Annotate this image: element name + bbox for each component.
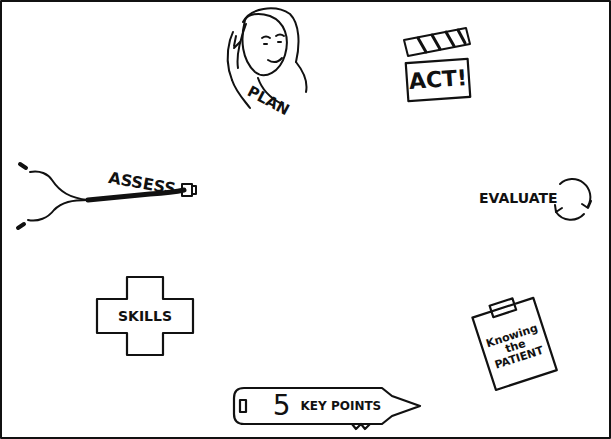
cycle-arrow (555, 179, 591, 220)
cross-path (97, 277, 193, 355)
rect-path (406, 59, 470, 101)
sketch-label: EVALUATE (479, 191, 558, 205)
clipboard-node: Knowing the PATIENT (467, 291, 561, 393)
node-text: SKILLS (118, 309, 172, 324)
rect-node: ACT! (405, 58, 472, 102)
key-path (234, 388, 420, 429)
node-text: ACT! (408, 66, 468, 93)
key-node: 5 KEY POINTS (232, 386, 422, 426)
node-text: KEY POINTS (301, 400, 382, 413)
clipboard-path (471, 292, 557, 390)
node-text: 5 (273, 391, 291, 420)
clapper-stick (404, 28, 470, 56)
stethoscope-sketch (18, 164, 196, 228)
cross-node: SKILLS (95, 275, 195, 357)
sketch-label: PLAN (245, 84, 292, 118)
